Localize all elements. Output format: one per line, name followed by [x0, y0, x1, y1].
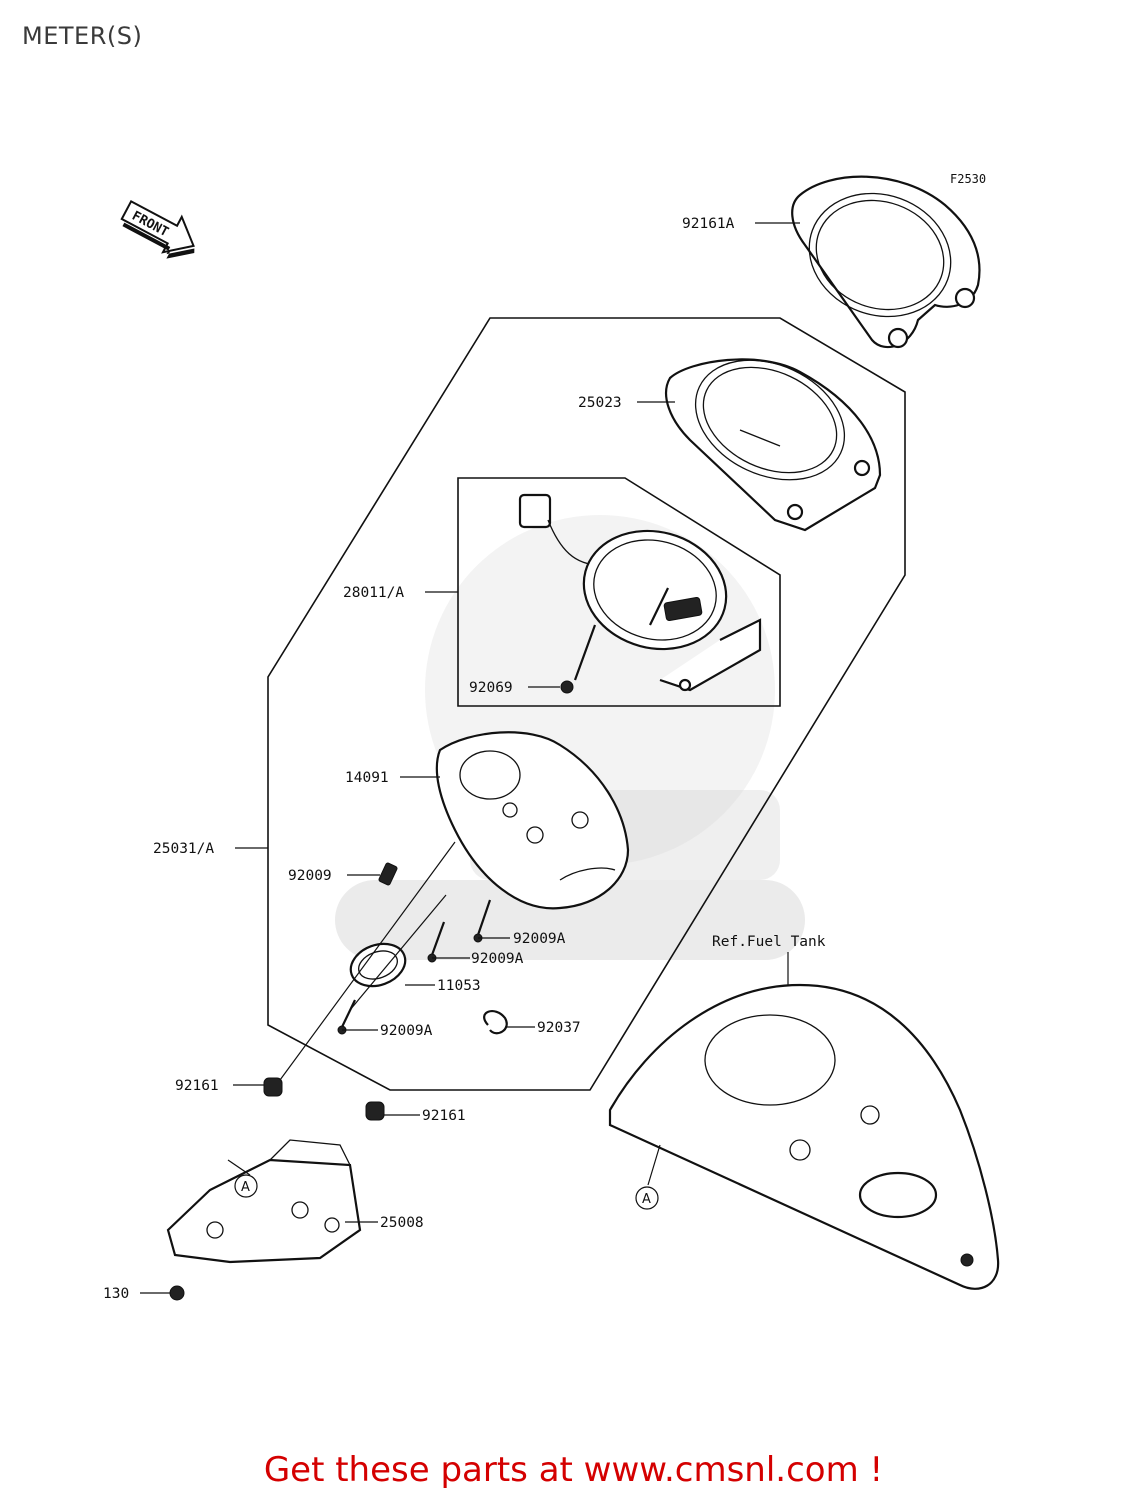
- label-25023: 25023: [578, 395, 622, 411]
- grommet-92161-right: [365, 1101, 385, 1121]
- page-title: METER(S): [22, 22, 143, 50]
- label-25008: 25008: [380, 1215, 424, 1231]
- svg-text:A: A: [642, 1192, 651, 1207]
- label-130: 130: [103, 1286, 129, 1302]
- bracket-25008: [166, 1139, 362, 1264]
- label-28011a: 28011/A: [343, 585, 404, 601]
- label-14091: 14091: [345, 770, 389, 786]
- label-92009: 92009: [288, 868, 332, 884]
- label-92037: 92037: [537, 1020, 581, 1036]
- label-ref-fuel-tank: Ref.Fuel Tank: [712, 934, 826, 950]
- label-92009a-2: 92009A: [471, 951, 524, 967]
- screw-92009: [378, 862, 398, 886]
- label-92069: 92069: [469, 680, 513, 696]
- fuel-tank-reference: [608, 983, 1000, 1290]
- leader-lines: [140, 222, 800, 1294]
- assembly-25031-outline: [267, 317, 906, 1091]
- label-92161a: 92161A: [682, 216, 735, 232]
- footer-link-text[interactable]: Get these parts at www.cmsnl.com !: [263, 1450, 884, 1490]
- label-25031a: 25031/A: [153, 841, 214, 857]
- exploded-parts-diagram: F2530 FRONT: [103, 172, 1000, 1302]
- label-92161-right: 92161: [422, 1108, 466, 1124]
- grommet-92161-left: [263, 1077, 283, 1097]
- speedometer-28011a: [518, 493, 762, 692]
- ref-point-a-bracket: A: [234, 1174, 258, 1198]
- ref-point-a-tank: A: [635, 1186, 659, 1210]
- meter-subassembly-box: [457, 477, 781, 707]
- figure-code: F2530: [950, 172, 986, 186]
- label-92009a-3: 92009A: [380, 1023, 433, 1039]
- label-11053: 11053: [437, 978, 481, 994]
- screw-92069: [560, 680, 574, 694]
- cover-25023: [665, 358, 882, 532]
- clamp-92037: [483, 1009, 508, 1035]
- svg-text:A: A: [241, 1180, 250, 1195]
- case-14091: [435, 731, 630, 910]
- label-92161-left: 92161: [175, 1078, 219, 1094]
- label-92009a-1: 92009A: [513, 931, 566, 947]
- gasket-92161a: [791, 175, 981, 349]
- front-arrow-icon: FRONT: [120, 199, 195, 259]
- bolt-130: [169, 1285, 185, 1301]
- ring-11053: [349, 942, 407, 988]
